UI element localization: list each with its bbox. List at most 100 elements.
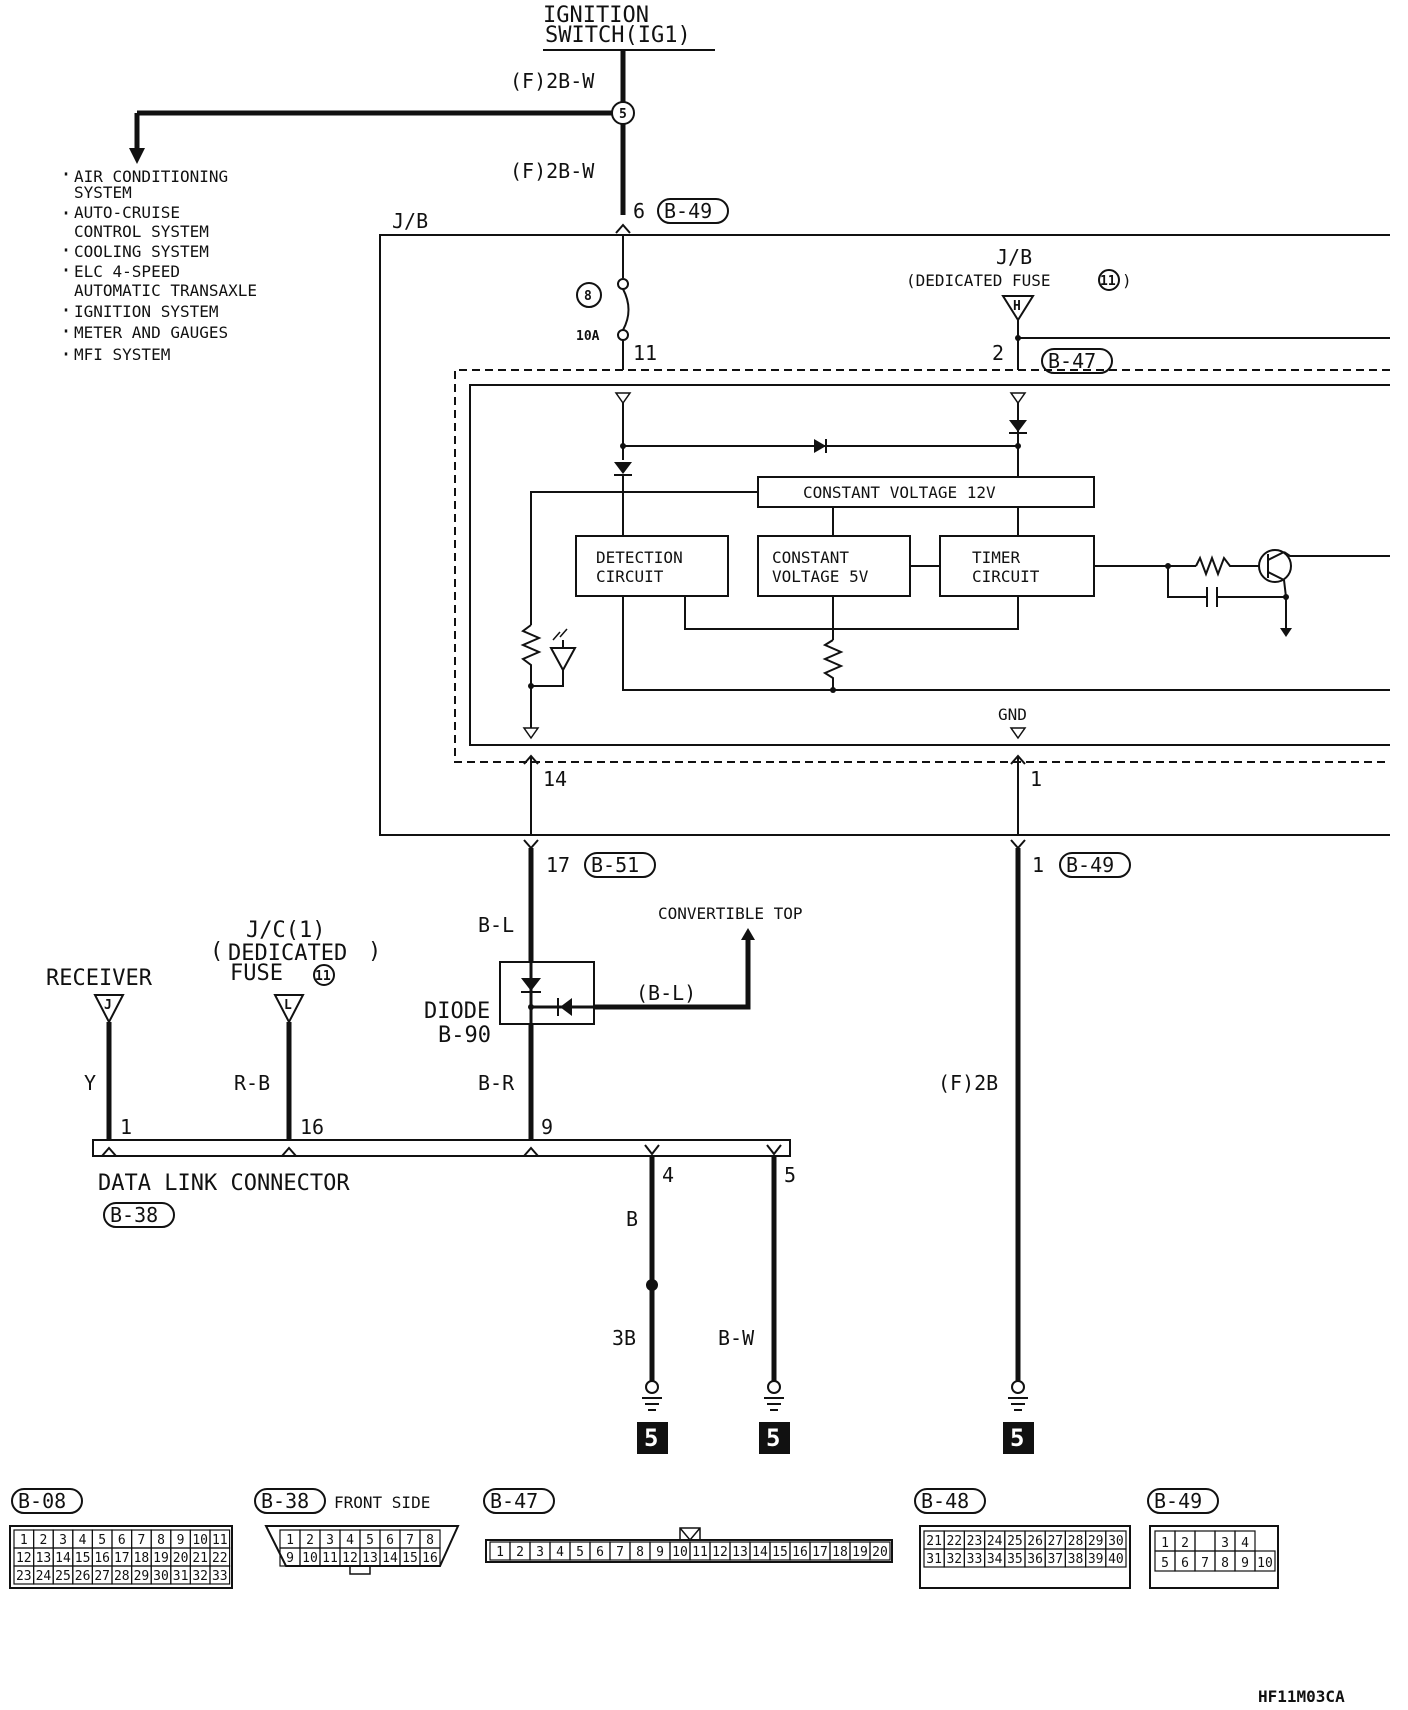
b38-pin-number: 1 (286, 1533, 294, 1548)
resistor-icon (520, 624, 542, 685)
connector-b49-in: B-49 (664, 199, 712, 223)
b38-pin-number: 8 (426, 1533, 434, 1548)
b08-pin-number: 7 (137, 1533, 145, 1548)
led-icon (549, 647, 577, 673)
b38-pin-number: 12 (342, 1551, 358, 1566)
svg-text:H: H (1013, 299, 1021, 314)
b47-pin-number: 11 (692, 1545, 708, 1560)
b48-pin-number: 32 (946, 1552, 962, 1567)
b47-pin-number: 15 (772, 1545, 788, 1560)
b08-pin-number: 4 (79, 1533, 87, 1548)
b47-pin-number: 14 (752, 1545, 768, 1560)
system-item: AUTOMATIC TRANSAXLE (74, 281, 257, 300)
b08-pin-number: 27 (94, 1569, 110, 1584)
b08-pin-number: 15 (75, 1551, 91, 1566)
b49-pin-number: 3 (1221, 1536, 1229, 1551)
svg-text:·: · (60, 342, 72, 366)
b08-pin-number: 10 (192, 1533, 208, 1548)
b47-pin-number: 18 (832, 1545, 848, 1560)
ground-icon: 5 (1003, 1380, 1034, 1454)
b48-pin-number: 37 (1047, 1552, 1063, 1567)
dlc-label: DATA LINK CONNECTOR (98, 1171, 350, 1196)
diode-id: B-90 (438, 1023, 491, 1048)
pin-1: 1 (1030, 767, 1042, 791)
b48-pin-number: 22 (946, 1534, 962, 1549)
ignition-title-2: SWITCH(IG1) (545, 23, 691, 48)
constant-voltage-5v-block (757, 535, 911, 597)
b38-pin-number: 15 (402, 1551, 418, 1566)
system-item: MFI SYSTEM (74, 345, 170, 364)
b38-pin-cell (419, 1547, 441, 1567)
b08-pin-number: 31 (173, 1569, 189, 1584)
svg-text:·: · (60, 201, 72, 225)
b47-pin-number: 16 (792, 1545, 808, 1560)
b08-pin-number: 17 (114, 1551, 130, 1566)
transistor-icon (1258, 549, 1292, 583)
b47-pin-number: 2 (516, 1545, 524, 1560)
dlc-pin-16: 16 (300, 1115, 324, 1139)
connector-label-b48: B-48 (921, 1489, 969, 1513)
b08-pin-cell (209, 1565, 231, 1585)
b49-pin-cell (1194, 1530, 1216, 1552)
b38-pin-number: 14 (382, 1551, 398, 1566)
b47-pin-number: 17 (812, 1545, 828, 1560)
b47-pin-number: 5 (576, 1545, 584, 1560)
jb-label: J/B (392, 209, 428, 233)
wire-label-f2bw-top: (F)2B-W (510, 69, 595, 93)
b08-pin-number: 14 (55, 1551, 71, 1566)
b08-pin-number: 29 (134, 1569, 150, 1584)
b48-pin-number: 26 (1027, 1534, 1043, 1549)
resistor-icon (822, 639, 844, 690)
b08-pin-number: 19 (153, 1551, 169, 1566)
system-item: METER AND GAUGES (74, 323, 228, 342)
b08-pin-number: 26 (75, 1569, 91, 1584)
pin-1b: 1 (1032, 853, 1044, 877)
diode-icon (521, 978, 541, 991)
connector-label-b47: B-47 (490, 1489, 538, 1513)
b47-pin-number: 6 (596, 1545, 604, 1560)
b38-pin-number: 9 (286, 1551, 294, 1566)
connector-label-b49: B-49 (1154, 1489, 1202, 1513)
svg-text:·: · (60, 238, 72, 262)
b49-pin-number: 7 (1201, 1556, 1209, 1571)
b08-pin-number: 12 (16, 1551, 32, 1566)
svg-text:L: L (284, 998, 292, 1013)
fuse-number-badge (576, 282, 602, 308)
b38-pin-number: 7 (406, 1533, 414, 1548)
b08-pin-number: 33 (212, 1569, 228, 1584)
terminal-icon (93, 994, 125, 1025)
b49-pin-number: 9 (1241, 1556, 1249, 1571)
wire-label-b: B (626, 1207, 638, 1231)
b48-pin-number: 29 (1088, 1534, 1104, 1549)
wire-label-bw: B-W (718, 1326, 755, 1350)
pin-6: 6 (633, 199, 645, 223)
b47-pin-number: 9 (656, 1545, 664, 1560)
b08-pin-number: 18 (134, 1551, 150, 1566)
wire-label-f2b: (F)2B (938, 1071, 998, 1095)
b48-pin-number: 39 (1088, 1552, 1104, 1567)
fuse-terminal-icon (1001, 295, 1035, 322)
b47-pin-number: 20 (872, 1545, 888, 1560)
b08-pin-number: 5 (98, 1533, 106, 1548)
receiver-label: RECEIVER (46, 966, 153, 991)
b08-pin-number: 28 (114, 1569, 130, 1584)
system-item: CONTROL SYSTEM (74, 222, 209, 241)
connector-b47-housing (485, 1539, 893, 1563)
b48-pin-number: 25 (1007, 1534, 1023, 1549)
svg-text:CONSTANT: CONSTANT (772, 548, 849, 567)
b47-pin-number: 12 (712, 1545, 728, 1560)
b48-pin-cell (1105, 1548, 1127, 1568)
ground-icon: 5 (759, 1380, 790, 1454)
b38-pin-number: 16 (422, 1551, 438, 1566)
b48-pin-number: 38 (1068, 1552, 1084, 1567)
b48-pin-number: 35 (1007, 1552, 1023, 1567)
b49-pin-cell (1254, 1550, 1276, 1572)
pin-17: 17 (546, 853, 570, 877)
b38-pin-number: 13 (362, 1551, 378, 1566)
svg-text:DETECTION: DETECTION (596, 548, 683, 567)
svg-text:CIRCUIT: CIRCUIT (972, 567, 1040, 586)
pin-2: 2 (992, 341, 1004, 365)
b08-pin-number: 6 (118, 1533, 126, 1548)
b48-pin-number: 40 (1108, 1552, 1124, 1567)
ground-icon (1280, 628, 1292, 637)
